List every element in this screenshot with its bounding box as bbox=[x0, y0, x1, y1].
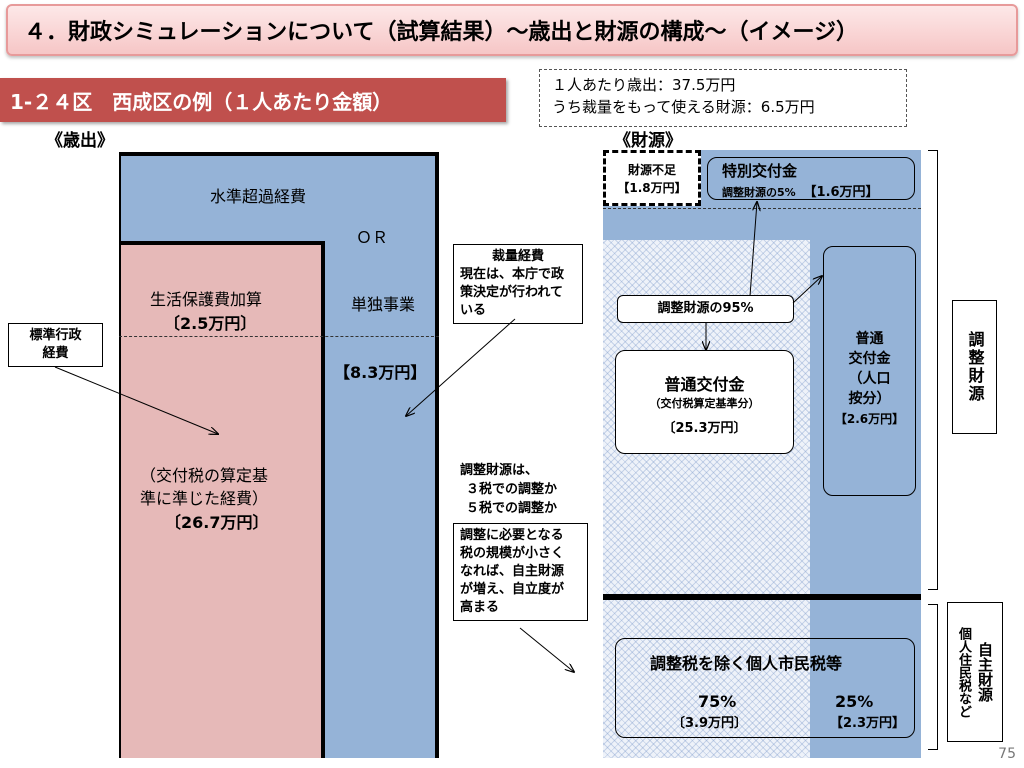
discretionary-title: 裁量経費 bbox=[491, 249, 544, 264]
tax-separator bbox=[603, 594, 921, 600]
special-grant-detail: 調整財源の5% 【1.6万円】 bbox=[722, 181, 914, 200]
district-subtitle-text: 1-２４区 西成区の例（１人あたり金額） bbox=[10, 89, 393, 114]
population-grant-line3: （人口 bbox=[848, 371, 891, 387]
normal-grant-title: 普通交付金 bbox=[664, 375, 745, 394]
own-revenue-label: 自主財源 bbox=[976, 642, 994, 702]
own-tax-arrow bbox=[519, 627, 574, 672]
shortfall-box: 財源不足 【1.8万円】 bbox=[603, 150, 701, 206]
standard-amount: 〔26.7万円〕 bbox=[165, 513, 269, 532]
revenue-label: 《財源》 bbox=[614, 131, 682, 151]
standard-note-line2: 準に準じた経費） bbox=[140, 489, 269, 508]
standard-admin-callout: 標準行政 経費 bbox=[8, 323, 103, 367]
tax-scale-line5: 高まる bbox=[460, 600, 500, 615]
adjustment-bracket bbox=[928, 150, 938, 590]
standard-admin-line1: 標準行政 bbox=[29, 328, 82, 343]
independent-project-amount: 【8.3万円】 bbox=[334, 363, 427, 382]
own-tax-box bbox=[615, 638, 915, 738]
discretionary-line3: いる bbox=[460, 303, 487, 318]
shortfall-label: 財源不足 bbox=[627, 163, 676, 177]
tax-scale-callout: 調整に必要となる 税の規模が小さく なれば、自主財源 が増え、自立度が 高まる bbox=[453, 523, 588, 621]
own-revenue-sub-label: 個人住民税など bbox=[956, 626, 971, 718]
adjustment-line3: ５税での調整か bbox=[466, 501, 558, 516]
discretionary-arrow bbox=[406, 318, 516, 416]
per-capita-expenditure: １人あたり歳出：37.5万円 bbox=[552, 76, 736, 94]
special-grant-amount: 【1.6万円】 bbox=[803, 185, 879, 200]
own-revenue-bracket bbox=[928, 604, 938, 750]
discretionary-callout: 裁量経費 現在は、本庁で政 策決定が行われて いる bbox=[453, 244, 583, 324]
normal-grant-box: 普通交付金 （交付税算定基準分） 〔25.3万円〕 bbox=[615, 350, 794, 454]
expenditure-pink-block bbox=[119, 241, 325, 758]
shortfall-band bbox=[603, 208, 921, 240]
page-number: 75 bbox=[998, 746, 1016, 762]
population-grant-line2: 交付金 bbox=[848, 351, 891, 367]
standard-admin-arrow bbox=[54, 366, 218, 434]
per-capita-info-box: １人あたり歳出：37.5万円 うち裁量をもって使える財源：6.5万円 bbox=[539, 69, 907, 127]
normal-grant-sub: （交付税算定基準分） bbox=[649, 397, 760, 410]
adjustment-line1: 調整財源は、 bbox=[460, 463, 539, 478]
welfare-divider bbox=[119, 336, 439, 337]
population-grant-column bbox=[810, 240, 921, 596]
own-tax-blue bbox=[810, 598, 921, 758]
welfare-label: 生活保護費加算 bbox=[150, 290, 263, 309]
adjustment-bracket-label: 調整財源 bbox=[965, 331, 985, 403]
special-grant-sub: 調整財源の5% bbox=[722, 186, 796, 199]
adjust-to-population-arrow bbox=[792, 276, 822, 304]
special-grant-title: 特別交付金 bbox=[722, 162, 798, 180]
population-grant-amount: 【2.6万円】 bbox=[834, 412, 905, 426]
own-tax-title: 調整税を除く個人市民税等 bbox=[650, 654, 843, 673]
discretionary-line1: 現在は、本庁で政 bbox=[460, 267, 565, 282]
adjustment-95-box: 調整財源の95% bbox=[617, 295, 794, 323]
or-label: ＯＲ bbox=[356, 228, 389, 247]
own-tax-right-pct: 25% bbox=[835, 692, 874, 711]
own-revenue-label-box: 個人住民税など 自主財源 bbox=[947, 602, 1003, 742]
slide-title: ４．財政シミュレーションについて（試算結果）～歳出と財源の構成～（イメージ） bbox=[6, 4, 1018, 56]
tax-scale-line2: 税の規模が小さく bbox=[460, 546, 565, 561]
discretionary-revenue: うち裁量をもって使える財源：6.5万円 bbox=[552, 98, 815, 116]
standard-note-line1: （交付税の算定基 bbox=[140, 466, 269, 485]
own-tax-right-amount: 【2.3万円】 bbox=[830, 716, 906, 731]
excess-expense-label: 水準超過経費 bbox=[210, 187, 307, 206]
standard-admin-line2: 経費 bbox=[42, 346, 69, 361]
shortfall-amount: 【1.8万円】 bbox=[617, 181, 687, 195]
own-tax-left-amount: 〔3.9万円〕 bbox=[672, 716, 748, 731]
population-grant-line4: 按分） bbox=[848, 391, 891, 407]
tax-scale-line3: なれば、自主財源 bbox=[460, 564, 565, 579]
tax-scale-line4: が増え、自立度が bbox=[460, 582, 565, 597]
adjustment-bracket-label-box: 調整財源 bbox=[952, 300, 997, 434]
population-grant-box: 普通 交付金 （人口 按分） 【2.6万円】 bbox=[823, 246, 916, 496]
slide-title-text: ４．財政シミュレーションについて（試算結果）～歳出と財源の構成～（イメージ） bbox=[24, 20, 859, 45]
discretionary-line2: 策決定が行われて bbox=[460, 285, 563, 300]
band-divider bbox=[603, 208, 921, 209]
own-tax-hatched bbox=[603, 598, 810, 758]
expenditure-label: 《歳出》 bbox=[46, 131, 114, 151]
normal-grant-amount: 〔25.3万円〕 bbox=[662, 421, 747, 436]
population-grant-line1: 普通 bbox=[855, 331, 884, 347]
own-tax-left-pct: 75% bbox=[698, 692, 737, 711]
district-subtitle: 1-２４区 西成区の例（１人あたり金額） bbox=[0, 78, 506, 122]
tax-scale-line1: 調整に必要となる bbox=[460, 528, 564, 543]
independent-project-label: 単独事業 bbox=[351, 295, 416, 314]
adjustment-note: 調整財源は、 ３税での調整か ５税での調整か bbox=[460, 461, 557, 518]
adjustment-line2: ３税での調整か bbox=[466, 482, 558, 497]
welfare-amount: 〔2.5万円〕 bbox=[164, 314, 257, 333]
special-grant-box: 特別交付金 調整財源の5% 【1.6万円】 bbox=[707, 157, 915, 200]
adjust-to-special-arrow bbox=[749, 202, 757, 297]
